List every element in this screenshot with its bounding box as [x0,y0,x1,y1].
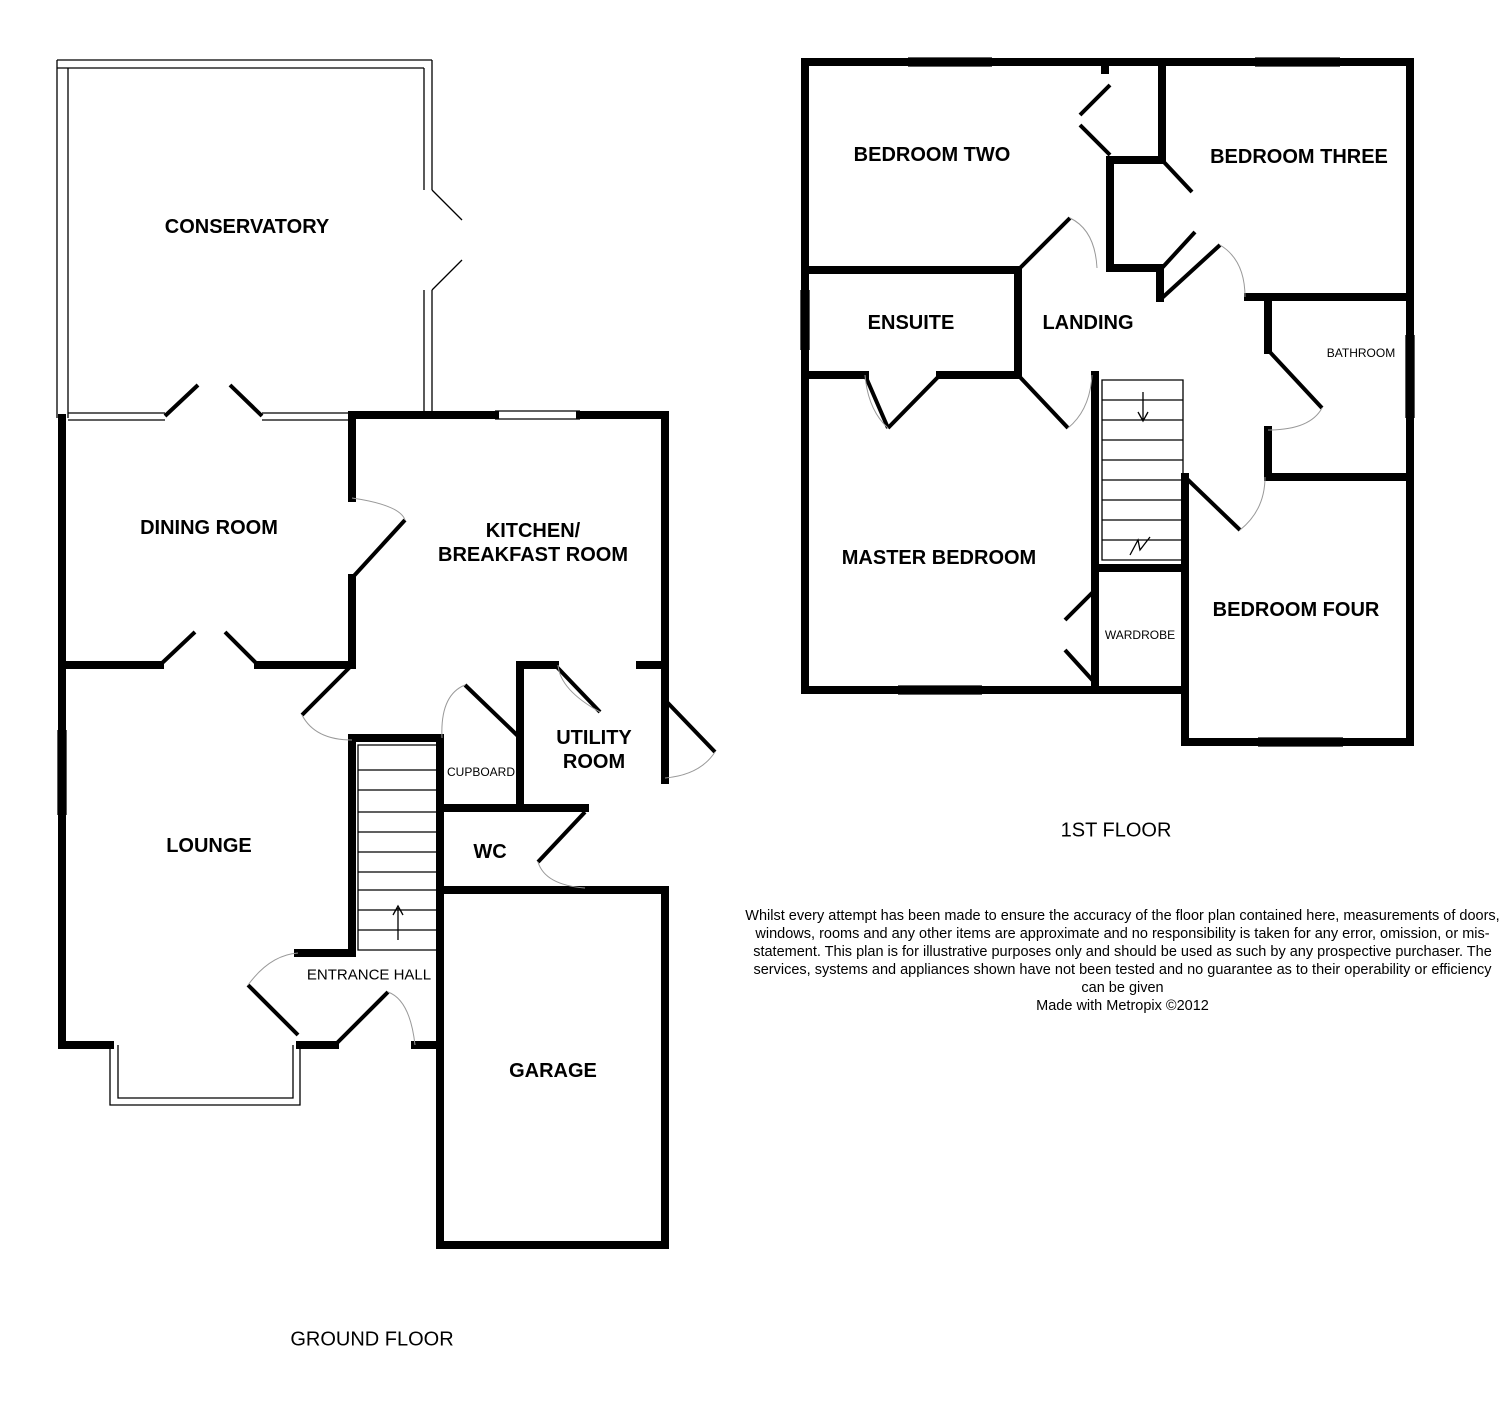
room-cupboard: CUPBOARD [446,765,516,779]
room-bedroom-two: BEDROOM TWO [853,144,1011,166]
ground-floor-walls [56,59,717,1249]
room-landing: LANDING [1042,312,1134,334]
room-bathroom: BATHROOM [1326,346,1396,360]
disclaimer-text: Whilst every attempt has been made to en… [745,908,1500,996]
room-wardrobe: WARDROBE [1104,628,1176,642]
room-lounge: LOUNGE [166,835,252,857]
room-wc: WC [473,841,507,863]
room-dining-room: DINING ROOM [140,517,278,539]
room-garage: GARAGE [509,1060,597,1082]
ground-floor-title: GROUND FLOOR [290,1328,454,1351]
room-utility: UTILITY ROOM [556,727,632,773]
room-bedroom-four: BEDROOM FOUR [1212,599,1380,621]
room-kitchen: KITCHEN/ BREAKFAST ROOM [438,520,628,566]
room-conservatory: CONSERVATORY [164,216,330,238]
room-ensuite: ENSUITE [867,312,955,334]
room-bedroom-three: BEDROOM THREE [1210,146,1388,168]
room-master-bedroom: MASTER BEDROOM [841,547,1037,569]
first-floor-walls [800,57,1415,747]
credit-text: Made with Metropix ©2012 [1036,998,1209,1014]
first-floor-title: 1ST FLOOR [1060,819,1172,842]
disclaimer: Whilst every attempt has been made to en… [740,907,1500,1015]
room-entrance-hall: ENTRANCE HALL [306,966,432,984]
